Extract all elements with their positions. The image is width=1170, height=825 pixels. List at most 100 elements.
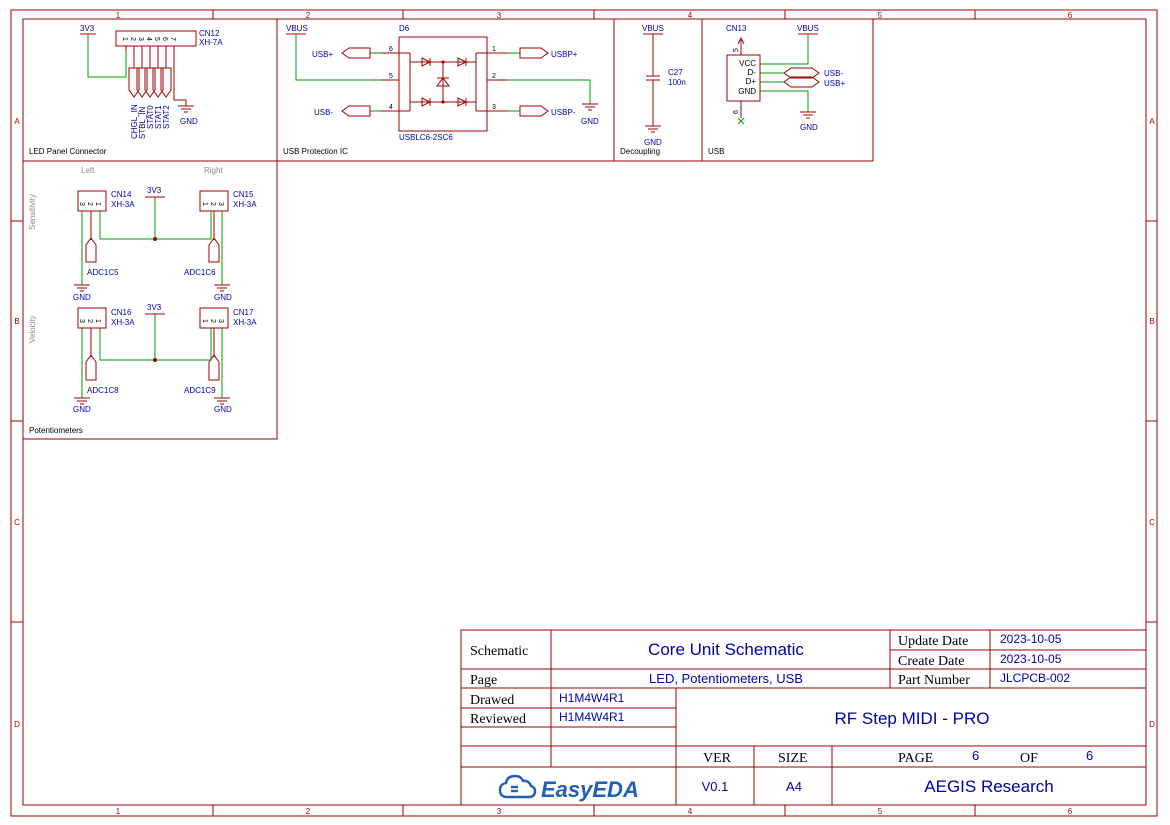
cn12-pin-6: 6 xyxy=(161,37,168,41)
c27-value: 100n xyxy=(668,78,686,87)
row-label-left-d: D xyxy=(14,720,20,729)
c27-power: VBUS xyxy=(642,24,664,33)
label-right: Right xyxy=(204,166,223,175)
cn14-pin-1: 1 xyxy=(94,202,101,206)
row-label-right-c: C xyxy=(1149,518,1155,527)
cn16-gnd: GND xyxy=(73,405,91,414)
cn15-gnd: GND xyxy=(214,293,232,302)
cn12-pin-3: 3 xyxy=(137,37,144,41)
net-adc1c6: ADC1C6 xyxy=(184,268,216,277)
net-stat2: STAT2 xyxy=(162,105,171,129)
cn12-power: 3V3 xyxy=(80,24,95,33)
tb-schematic-label: Schematic xyxy=(470,644,528,659)
cn12-pin-5: 5 xyxy=(153,37,160,41)
block-title-potentiometers: Potentiometers xyxy=(29,426,83,435)
cn13-pin-6: 6 xyxy=(733,110,740,114)
cn14-value: XH-3A xyxy=(111,200,135,209)
title-block: Schematic Page Drawed Reviewed Update Da… xyxy=(460,629,1147,806)
cn13-pin-gnd: GND xyxy=(738,87,756,96)
block-title-decoupling: Decoupling xyxy=(620,147,660,156)
d6-pin-2: 2 xyxy=(492,73,496,80)
label-sensitivity: Sensitivity xyxy=(28,194,37,230)
cn14-ref: CN14 xyxy=(111,190,132,199)
net-usb-plus-in: USB+ xyxy=(312,50,333,59)
c27-ref: C27 xyxy=(668,68,683,77)
d6-pin-4: 4 xyxy=(389,104,393,111)
tb-size: A4 xyxy=(786,779,802,794)
cn12-ref: CN12 xyxy=(199,29,220,38)
tb-of: 6 xyxy=(1086,748,1093,763)
tb-schematic: Core Unit Schematic xyxy=(648,640,804,659)
cn16-pin-3: 3 xyxy=(78,319,85,323)
cn13-pin-dminus: D- xyxy=(748,68,757,77)
tb-update-label: Update Date xyxy=(898,634,968,649)
block-title-led: LED Panel Connector xyxy=(29,147,107,156)
block-boxes xyxy=(22,18,874,440)
easyeda-logo: EasyEDA xyxy=(498,774,639,802)
row-label-left-a: A xyxy=(14,117,20,126)
c27-gnd: GND xyxy=(644,138,662,147)
col-label-bottom-4: 4 xyxy=(688,807,693,816)
col-label-bottom-6: 6 xyxy=(1068,807,1073,816)
cn15-pin-3: 3 xyxy=(217,202,224,206)
net-usb-plus: USB+ xyxy=(824,79,845,88)
tb-reviewed: H1M4W4R1 xyxy=(559,710,625,724)
col-label-top-5: 5 xyxy=(878,11,883,20)
row-label-left-c: C xyxy=(14,518,20,527)
tb-size-label: SIZE xyxy=(778,751,808,766)
col-label-bottom-1: 1 xyxy=(116,807,121,816)
cn12-pin-1: 1 xyxy=(121,37,128,41)
cn17-pin-2: 2 xyxy=(209,319,216,323)
cn12-pin-4: 4 xyxy=(145,37,152,41)
cn13-pin-5: 5 xyxy=(733,48,740,52)
d6-ref: D6 xyxy=(399,24,410,33)
net-adc1c9: ADC1C9 xyxy=(184,386,216,395)
net-adc1c5: ADC1C5 xyxy=(87,268,119,277)
col-label-top-6: 6 xyxy=(1068,11,1073,20)
cn16-pin-1: 1 xyxy=(94,319,101,323)
col-label-bottom-5: 5 xyxy=(878,807,883,816)
d6-pin-5: 5 xyxy=(389,73,393,80)
pots-top-power: 3V3 xyxy=(147,186,162,195)
tb-page: LED, Potentiometers, USB xyxy=(649,671,803,686)
tb-company: AEGIS Research xyxy=(924,777,1053,796)
tb-update: 2023-10-05 xyxy=(1000,632,1062,646)
cn17-pin-1: 1 xyxy=(201,319,208,323)
tb-create-label: Create Date xyxy=(898,654,964,669)
d6-value: USBLC6-2SC6 xyxy=(399,133,453,142)
pot-pair-sensitivity: 3 2 1 1 2 3 3V3 CN14 XH-3A CN15 XH-3A AD… xyxy=(73,186,257,302)
c27-capacitor[interactable]: VBUS C27 100n GND xyxy=(642,24,686,147)
cn14-pin-2: 2 xyxy=(86,202,93,206)
cn12-gnd: GND xyxy=(180,117,198,126)
col-label-top-1: 1 xyxy=(116,11,121,20)
cloud-icon xyxy=(498,774,537,799)
col-label-top-3: 3 xyxy=(497,11,502,20)
cn13-ref: CN13 xyxy=(726,24,747,33)
net-usb-minus: USB- xyxy=(824,69,843,78)
row-label-right-d: D xyxy=(1149,720,1155,729)
cn16-value: XH-3A xyxy=(111,318,135,327)
net-stat0: STAT0 xyxy=(146,105,155,129)
tb-part: JLCPCB-002 xyxy=(1000,671,1070,685)
net-usbp-plus: USBP+ xyxy=(551,50,578,59)
d6-gnd: GND xyxy=(581,117,599,126)
row-label-right-b: B xyxy=(1149,317,1154,326)
d6-usb-protection[interactable]: VBUS D6 USBLC6-2SC6 USB+ USB- USBP+ USBP… xyxy=(286,24,599,142)
tb-ver-label: VER xyxy=(703,751,732,766)
cn13-usb-connector[interactable]: CN13 VBUS USB- USB+ GND VCC D- D+ GND 5 … xyxy=(726,24,845,132)
cn13-pin-vcc: VCC xyxy=(739,59,756,68)
cn12-pin-2: 2 xyxy=(129,37,136,41)
cn15-pin-1: 1 xyxy=(201,202,208,206)
pots-bottom-power: 3V3 xyxy=(147,303,162,312)
d6-pin-1: 1 xyxy=(492,46,496,53)
net-stbl-in: STBL_IN xyxy=(138,106,147,139)
cn15-ref: CN15 xyxy=(233,190,254,199)
potentiometers-block: Left Right Sensitivity Velocity xyxy=(28,166,257,414)
easyeda-wordmark: EasyEDA xyxy=(541,777,639,802)
cn13-power: VBUS xyxy=(797,24,819,33)
cn12-pin-7: 7 xyxy=(169,37,176,41)
cn17-ref: CN17 xyxy=(233,308,254,317)
net-adc1c8: ADC1C8 xyxy=(87,386,119,395)
cn12-connector[interactable]: 3V3 CN12 XH-7A GND 1 2 3 4 5 6 7 CHGL_IN… xyxy=(80,24,223,139)
